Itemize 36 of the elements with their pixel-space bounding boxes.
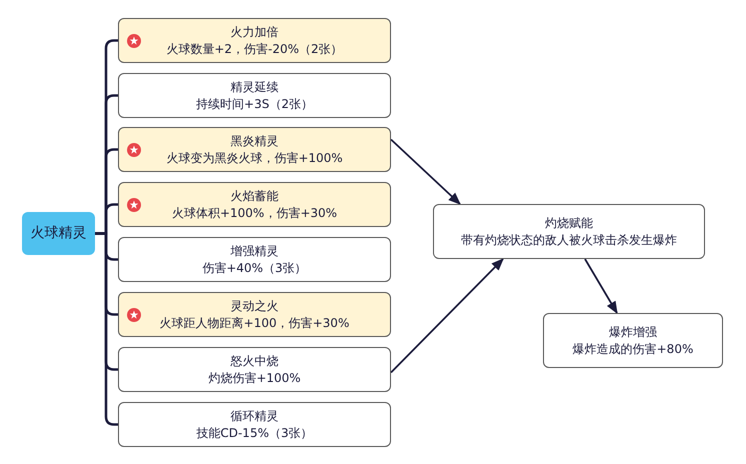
skill-box [118,402,391,447]
tree-connector [95,232,118,426]
node-description: 火球体积+100%，伤害+30% [172,204,338,222]
skill-box [433,204,705,259]
node-title: 怒火中烧 [230,352,278,370]
node-title: 灵动之火 [230,298,278,314]
node-title: 循环精灵 [230,408,278,424]
node-title: 火力加倍 [230,24,278,40]
skill-box [118,347,391,392]
node-title: 火球精灵 [30,225,86,242]
node-title: 黑炎精灵 [230,132,278,150]
skill-box [118,237,391,282]
node-description: 持续时间+3S（2张） [196,96,313,112]
node-title: 灼烧赋能 [545,214,593,232]
root-node [22,212,95,255]
node-title: 增强精灵 [230,242,278,260]
node-description: 带有灼烧状态的敌人被火球击杀发生爆炸 [461,232,677,248]
node-description: 火球数量+2，伤害-20%（2张） [166,40,343,58]
skill-box [118,182,391,227]
node-description: 火球距人物距离+100，伤害+30% [160,314,350,332]
node-description: 灼烧伤害+100% [208,370,301,386]
skill-box [118,18,391,63]
node-description: 爆炸造成的伤害+80% [572,340,694,358]
node-title: 爆炸增强 [609,324,657,340]
arrow [584,258,618,314]
skill-box [543,313,723,368]
skill-box [118,127,391,172]
node-description: 伤害+40%（3张） [202,260,307,276]
node-title: 精灵延续 [230,78,278,96]
skill-box [118,292,391,337]
arrow [390,258,504,374]
node-description: 技能CD-15%（3张） [196,424,313,442]
node-title: 火焰蓄能 [230,188,278,204]
skill-box [118,73,391,118]
arrow [390,138,461,205]
node-description: 火球变为黑炎火球，伤害+100% [166,150,343,166]
